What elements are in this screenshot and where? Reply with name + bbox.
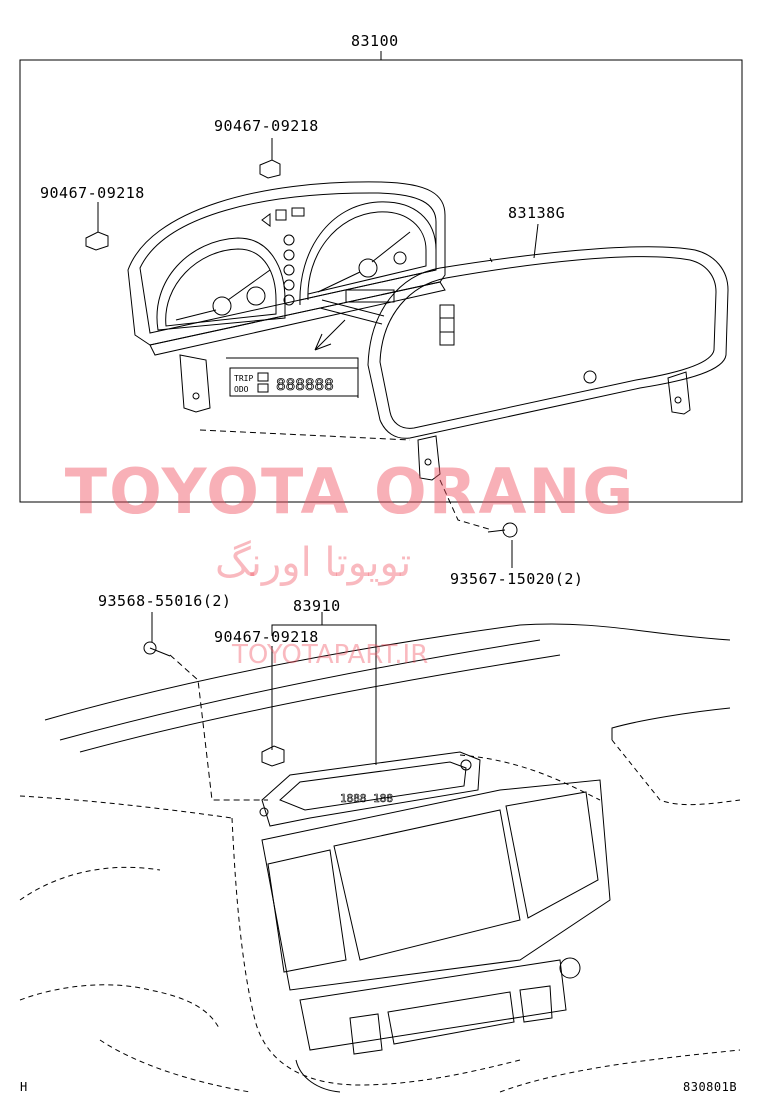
screw-icon	[143, 522, 518, 657]
watermark-persian: تویوتا اورنگ	[215, 540, 412, 586]
svg-text:TRIP: TRIP	[234, 374, 253, 383]
dashed-leaders	[169, 429, 493, 801]
label-clock-assembly: 83910	[293, 597, 341, 615]
svg-text:ODO: ODO	[234, 385, 249, 394]
label-clip-left: 90467-09218	[40, 184, 145, 202]
trip-odo-display-illustration: TRIP ODO 888888	[226, 357, 359, 398]
meter-cluster-illustration	[127, 181, 446, 413]
cluster-glass-illustration	[367, 223, 729, 481]
label-screw-right: 93567-15020(2)	[450, 570, 584, 588]
label-glass: 83138G	[508, 204, 566, 222]
assembly-frame	[19, 51, 743, 503]
clock-display-illustration: 1888 188	[259, 751, 481, 827]
label-screw-left: 93568-55016(2)	[98, 592, 232, 610]
label-clip-lower: 90467-09218	[214, 628, 319, 646]
watermark-brand: TOYOTA ORANG	[64, 455, 636, 528]
clip-icon	[85, 138, 281, 251]
footer-left-code: H	[20, 1080, 28, 1094]
clock-leader	[261, 612, 377, 767]
label-83100: 83100	[351, 32, 399, 50]
label-clip-upper: 90467-09218	[214, 117, 319, 135]
svg-text:1888 188: 1888 188	[340, 792, 393, 805]
watermark-url: TOYOTAPART.IR	[232, 640, 429, 670]
footer-right-code: 830801B	[683, 1080, 738, 1094]
svg-text:888888: 888888	[276, 375, 334, 394]
dashboard-illustration	[19, 623, 741, 1093]
